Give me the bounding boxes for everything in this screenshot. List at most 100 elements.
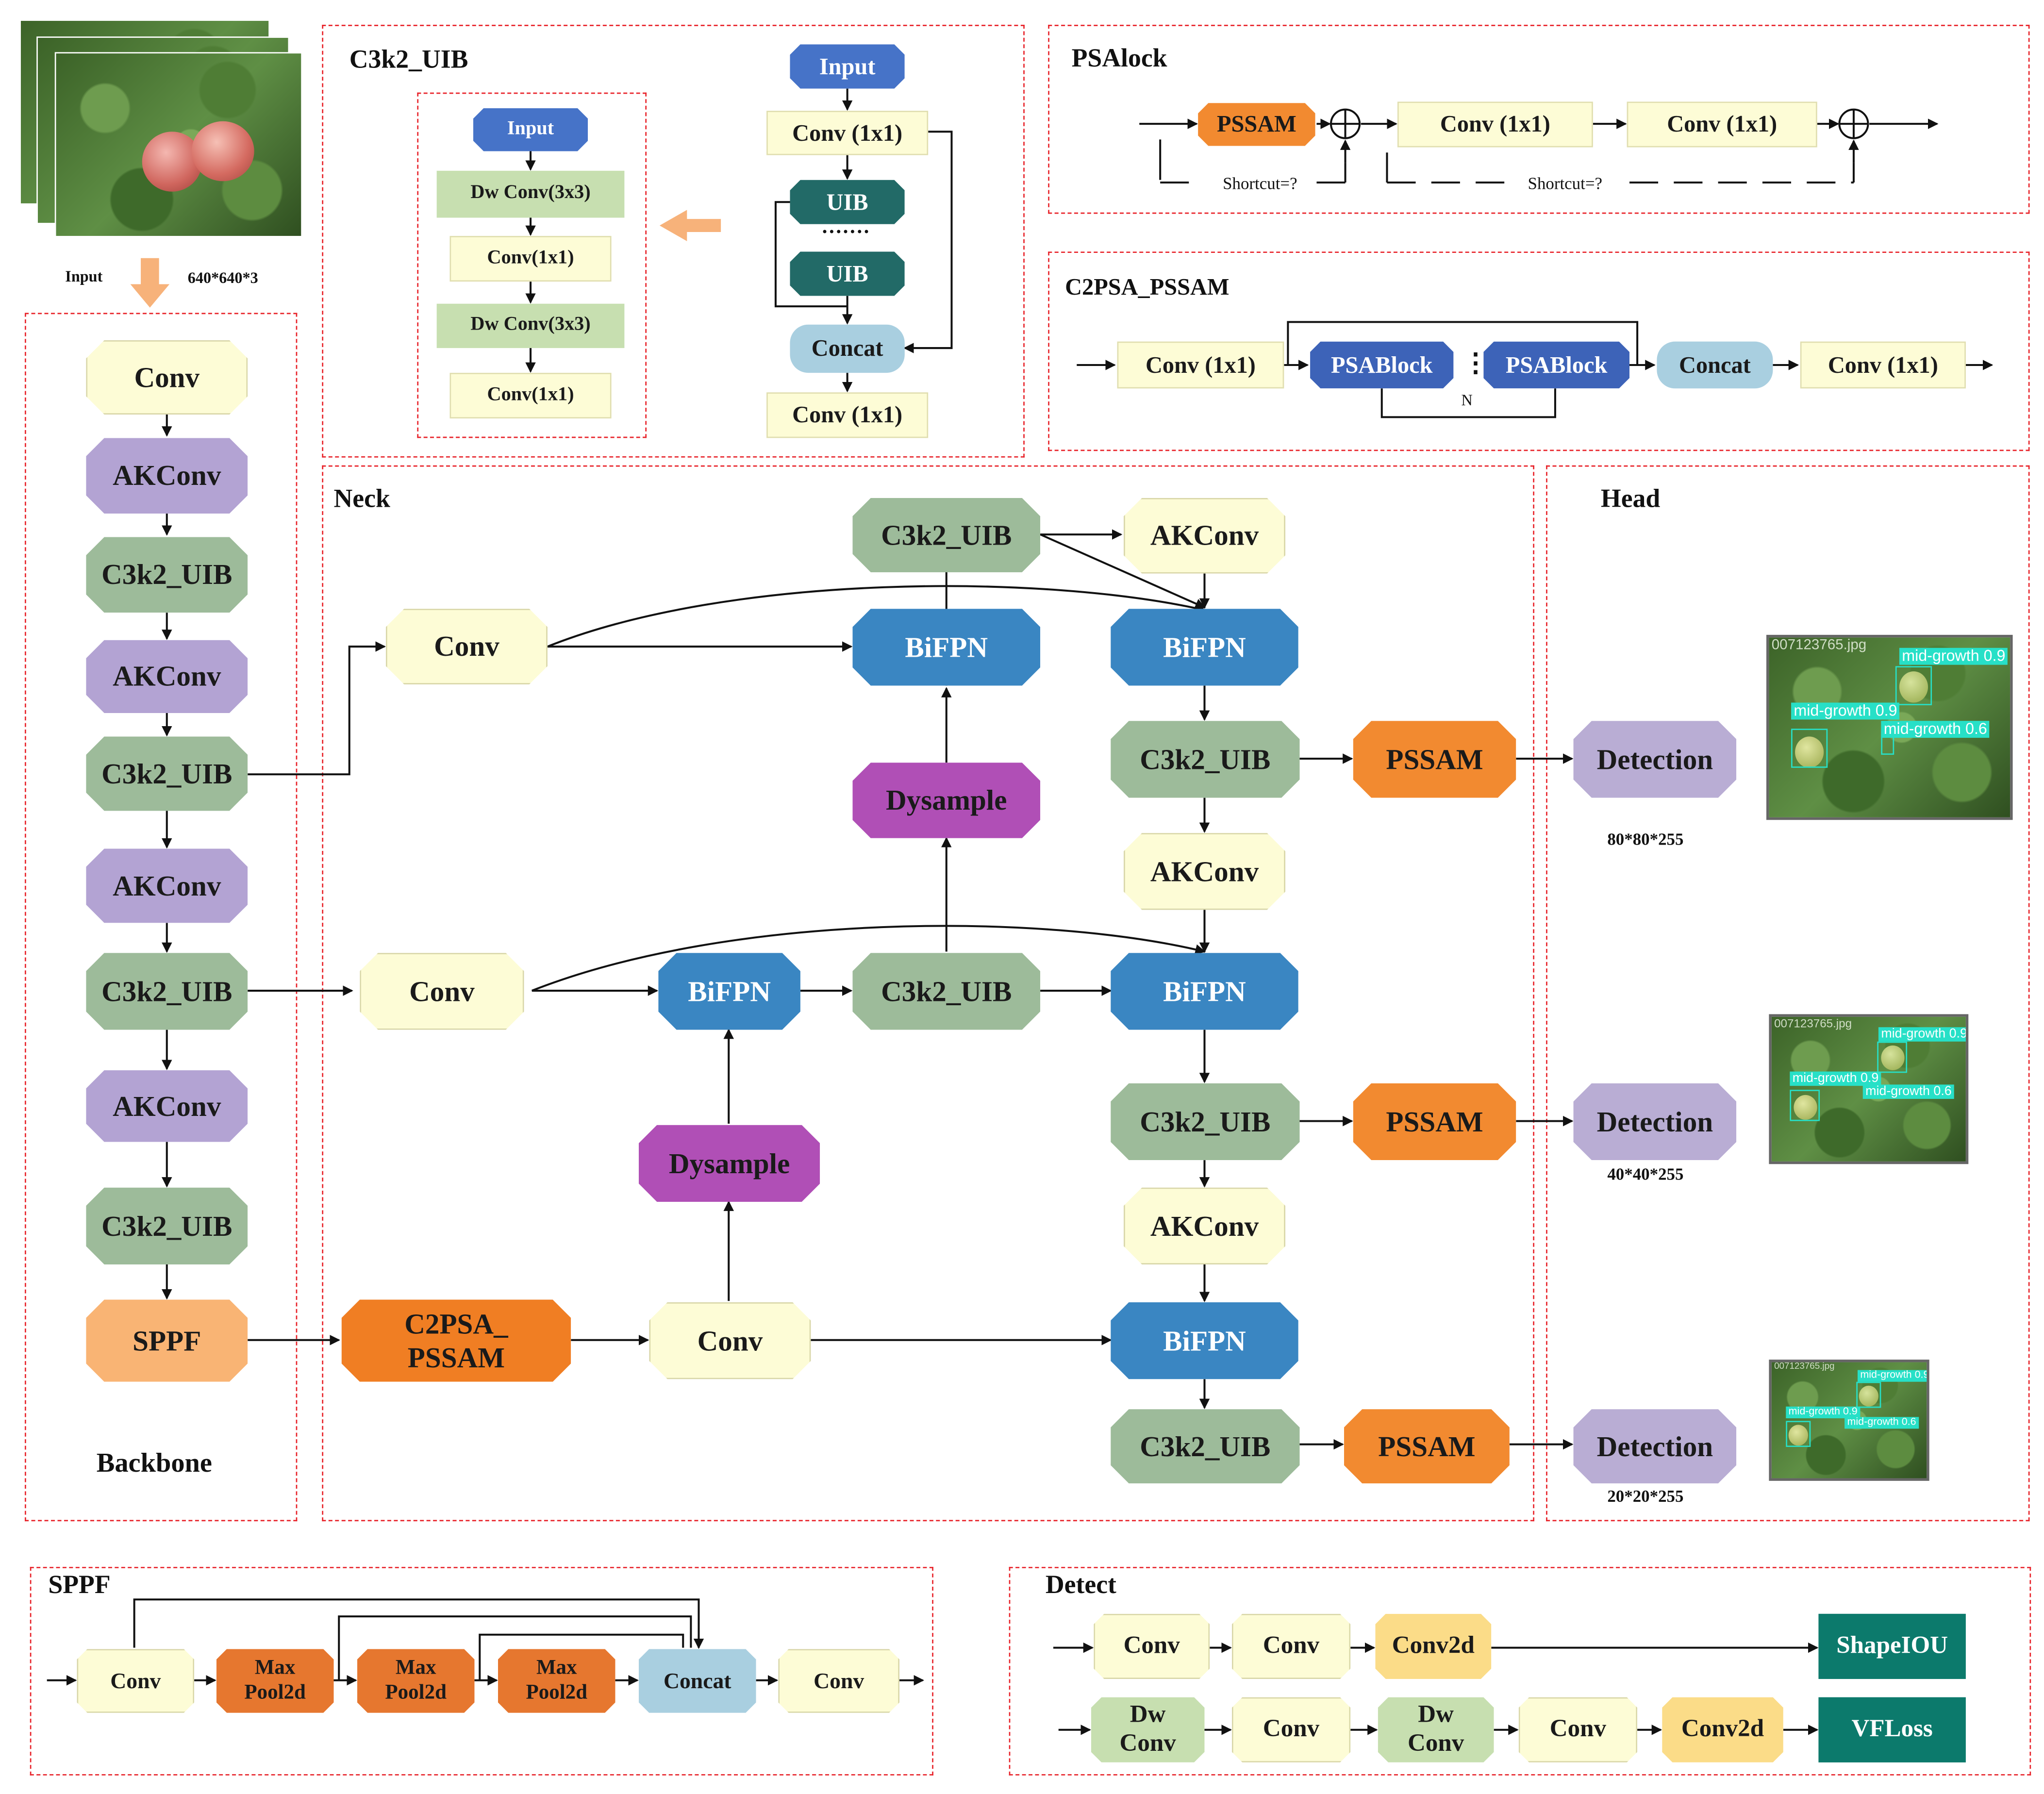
neck-bifpn-b: BiFPN: [1111, 609, 1298, 685]
head-size-1: 80*80*255: [1607, 829, 1684, 849]
head-detection-1: Detection: [1574, 721, 1737, 797]
neck-dysample-a: Dysample: [852, 763, 1040, 838]
uib-inner-conv-2: Conv(1x1): [449, 373, 612, 419]
psalock-shortcut-1: Shortcut=?: [1217, 173, 1303, 195]
detect-r2-dwconv-1: Dw Conv: [1091, 1697, 1205, 1762]
neck-akconv-r2: AKConv: [1124, 1188, 1285, 1264]
input-size-label: 640*640*3: [187, 268, 258, 287]
backbone-c3k2-uib-2: C3k2_UIB: [86, 736, 248, 811]
c2psa-psablock-1: PSABlock: [1310, 342, 1453, 389]
psalock-title: PSAlock: [1071, 44, 1167, 73]
head-detection-2: Detection: [1574, 1083, 1737, 1160]
sppf-conv-2: Conv: [778, 1649, 899, 1713]
input-down-arrow-icon: [130, 258, 170, 308]
detection-image-small: 007123765.jpg mid-growth 0.9 mid-growth …: [1769, 1360, 1929, 1481]
detect-vfloss: VFLoss: [1818, 1697, 1966, 1762]
sppf-frame: [30, 1567, 933, 1776]
neck-bifpn-e: BiFPN: [1111, 1302, 1298, 1379]
neck-title: Neck: [333, 485, 390, 514]
input-image-front: [54, 52, 303, 237]
backbone-akconv-1: AKConv: [86, 438, 248, 514]
uib-block-2: UIB: [790, 251, 904, 296]
c2psa-pssam-title: C2PSA_PSSAM: [1065, 273, 1230, 300]
input-label: Input: [65, 267, 103, 286]
sppf-conv-1: Conv: [77, 1649, 194, 1713]
detect-title: Detect: [1045, 1571, 1116, 1600]
neck-pssam-3: PSSAM: [1344, 1409, 1510, 1483]
detect-r2-conv-1: Conv: [1232, 1697, 1350, 1762]
detection-image-medium: 007123765.jpg mid-growth 0.9 mid-growth …: [1769, 1014, 1969, 1164]
neck-conv-mid: Conv: [360, 953, 524, 1030]
c2psa-n-label: N: [1461, 391, 1473, 410]
backbone-c3k2-uib-3: C3k2_UIB: [86, 953, 248, 1030]
sppf-maxpool-2: Max Pool2d: [357, 1649, 475, 1713]
c3k2-uib-frame: [322, 25, 1025, 458]
detect-r1-conv-1: Conv: [1094, 1614, 1210, 1679]
neck-pssam-1: PSSAM: [1353, 721, 1516, 797]
c2psa-conv-1: Conv (1x1): [1117, 341, 1284, 389]
neck-bifpn-d: BiFPN: [1111, 953, 1298, 1030]
uib-outer-concat: Concat: [790, 324, 905, 373]
uib-inner-input: Input: [473, 108, 588, 151]
uib-inner-conv-1: Conv(1x1): [449, 236, 612, 282]
c3k2-uib-title: C3k2_UIB: [349, 45, 468, 75]
head-size-3: 20*20*255: [1607, 1486, 1684, 1506]
neck-akconv-r1: AKConv: [1124, 833, 1285, 910]
psalock-frame: [1048, 25, 2030, 214]
backbone-frame: [25, 313, 298, 1522]
neck-c3k2-top: C3k2_UIB: [852, 498, 1040, 572]
uib-outer-conv-1: Conv (1x1): [766, 111, 929, 155]
backbone-sppf: SPPF: [86, 1300, 248, 1382]
psalock-conv-1: Conv (1x1): [1397, 101, 1593, 148]
detect-r2-conv-2: Conv: [1519, 1697, 1637, 1762]
uib-ellipsis: ·······: [821, 221, 870, 244]
uib-inner-dwconv-1: Dw Conv(3x3): [436, 170, 625, 218]
neck-c2psa-pssam: C2PSA_ PSSAM: [342, 1300, 571, 1382]
detect-r1-conv2d: Conv2d: [1375, 1614, 1491, 1679]
detect-frame: [1009, 1567, 2031, 1776]
head-detection-3: Detection: [1574, 1409, 1737, 1483]
psalock-conv-2: Conv (1x1): [1627, 101, 1817, 148]
backbone-c3k2-uib-1: C3k2_UIB: [86, 537, 248, 613]
neck-bifpn-c: BiFPN: [658, 953, 800, 1030]
backbone-akconv-4: AKConv: [86, 1070, 248, 1142]
backbone-akconv-3: AKConv: [86, 848, 248, 923]
neck-pssam-2: PSSAM: [1353, 1083, 1516, 1160]
backbone-title: Backbone: [96, 1447, 212, 1478]
backbone-akconv-2: AKConv: [86, 640, 248, 713]
neck-conv-bot: Conv: [649, 1302, 811, 1379]
sppf-maxpool-1: Max Pool2d: [216, 1649, 334, 1713]
detect-r2-conv2d: Conv2d: [1662, 1697, 1783, 1762]
detect-shapeiou: ShapeIOU: [1818, 1613, 1966, 1679]
detect-r2-dwconv-2: Dw Conv: [1378, 1697, 1494, 1762]
backbone-c3k2-uib-4: C3k2_UIB: [86, 1188, 248, 1264]
sppf-title: SPPF: [48, 1571, 111, 1600]
left-arrow-icon: [659, 210, 721, 241]
c2psa-conv-2: Conv (1x1): [1800, 341, 1966, 389]
neck-c3k2-r2: C3k2_UIB: [1111, 1083, 1299, 1160]
neck-frame: [322, 465, 1534, 1522]
backbone-conv: Conv: [86, 340, 248, 415]
head-title: Head: [1600, 485, 1661, 514]
neck-c3k2-mid: C3k2_UIB: [852, 953, 1040, 1030]
head-size-2: 40*40*255: [1607, 1164, 1684, 1184]
c3k2-uib-inner-frame: [417, 92, 647, 438]
c2psa-psablock-2: PSABlock: [1483, 342, 1629, 389]
sppf-maxpool-3: Max Pool2d: [498, 1649, 615, 1713]
detection-image-large: 007123765.jpg mid-growth 0.9 mid-growth …: [1766, 634, 2013, 820]
uib-outer-input: Input: [790, 44, 904, 88]
c2psa-pssam-frame: [1048, 251, 2030, 451]
uib-block-1: UIB: [790, 180, 904, 224]
detect-r1-conv-2: Conv: [1232, 1614, 1350, 1679]
neck-c3k2-r1: C3k2_UIB: [1111, 721, 1299, 797]
neck-dysample-b: Dysample: [639, 1125, 820, 1202]
uib-outer-conv-2: Conv (1x1): [766, 392, 929, 438]
uib-inner-dwconv-2: Dw Conv(3x3): [436, 303, 625, 349]
neck-akconv-top: AKConv: [1124, 498, 1285, 574]
head-frame: [1546, 465, 2030, 1522]
psalock-shortcut-2: Shortcut=?: [1522, 173, 1608, 195]
psalock-pssam: PSSAM: [1198, 103, 1315, 146]
neck-c3k2-r3: C3k2_UIB: [1111, 1409, 1299, 1483]
neck-bifpn-a: BiFPN: [852, 609, 1040, 685]
